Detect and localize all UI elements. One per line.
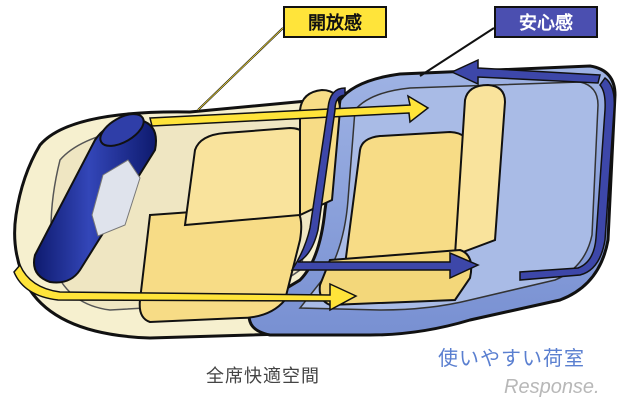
openness-leader-line-inner [197,27,284,111]
response-watermark: Response. [504,376,600,399]
security-label: 安心感 [494,6,598,38]
rear-seat-back [343,130,470,267]
side-roll-window-light [91,159,141,237]
side-roll-end [99,113,145,147]
rear-seat-headrest [453,83,507,257]
front-seat-back [183,126,312,227]
security-arrow-top [450,58,601,86]
response-logo-icon: Response. [504,376,600,398]
openness-arrow-top [149,94,430,127]
cabin-caption: 全席快適空間 [206,366,320,387]
security-arrow-loop [290,87,480,280]
openness-label: 開放感 [283,6,387,38]
luggage-caption: 使いやすい荷室 [438,346,585,370]
security-leader-line [419,27,495,77]
security-arrow-right [519,76,616,281]
openness-arrow-bottom [13,263,358,312]
